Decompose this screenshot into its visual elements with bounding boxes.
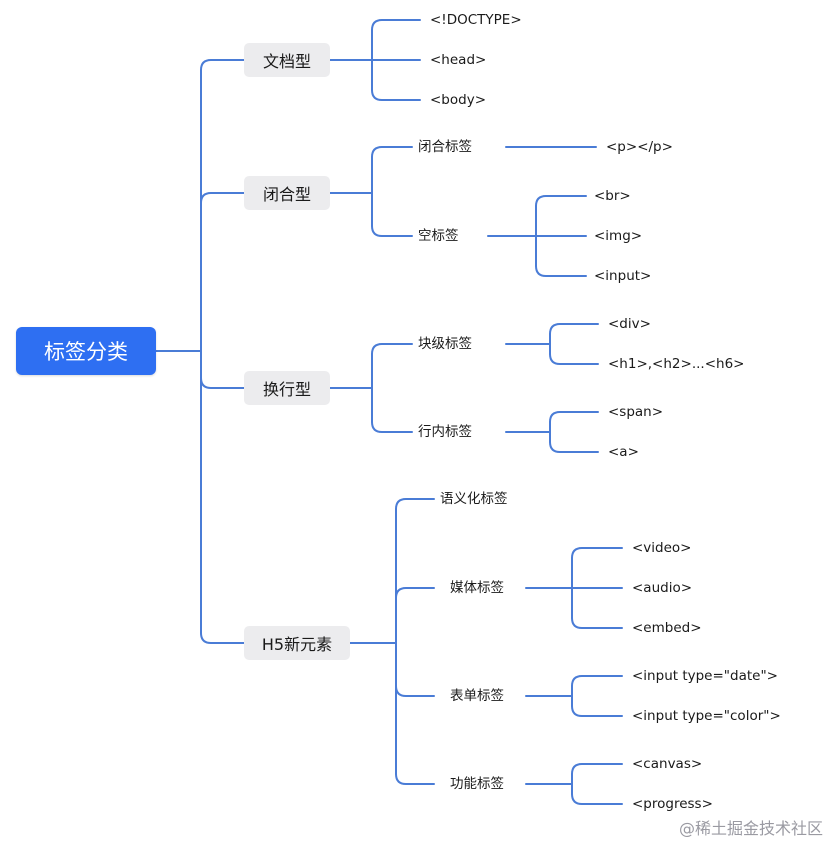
form-connector-branch-0	[571, 675, 623, 687]
root-connector-branch-2	[200, 377, 245, 389]
leaf-video[interactable]: <video>	[632, 540, 692, 556]
h5-connector-branch-3	[395, 773, 435, 785]
subcategory-closed-tag[interactable]: 闭合标签	[418, 139, 472, 155]
category-line-break-type[interactable]: 换行型	[244, 371, 330, 405]
leaf-input[interactable]: <input>	[594, 268, 652, 284]
closed-connector-branch-1	[371, 225, 413, 237]
closed-connector-branch-0	[371, 146, 413, 158]
leaf-br[interactable]: <br>	[594, 188, 631, 204]
leaf-head[interactable]: <head>	[430, 52, 487, 68]
leaf-canvas[interactable]: <canvas>	[632, 756, 703, 772]
root-connector-branch-3	[200, 632, 245, 644]
root-node[interactable]: 标签分类	[16, 327, 156, 375]
break-connector-branch-1	[371, 421, 413, 433]
leaf-body[interactable]: <body>	[430, 92, 487, 108]
leaf-h1-h6[interactable]: <h1>,<h2>...<h6>	[608, 356, 745, 372]
subcategory-inline-tag[interactable]: 行内标签	[418, 424, 472, 440]
break-connector-branch-0	[371, 343, 413, 355]
category-document-type[interactable]: 文档型	[244, 43, 330, 77]
subcategory-form-tag[interactable]: 表单标签	[450, 688, 504, 704]
h5-connector-branch-2	[395, 685, 435, 697]
block-tag-connector-branch-1	[549, 353, 599, 365]
media-connector-branch-0	[571, 547, 623, 559]
leaf-doctype[interactable]: <!DOCTYPE>	[430, 12, 522, 28]
leaf-embed[interactable]: <embed>	[632, 620, 702, 636]
block-tag-connector-branch-0	[549, 323, 599, 335]
footer-credit: @稀土掘金技术社区	[678, 819, 823, 838]
root-connector-branch-1	[200, 192, 245, 204]
h5-connector-branch-0	[395, 498, 435, 510]
leaf-input-date[interactable]: <input type="date">	[632, 668, 778, 684]
category-closed-type[interactable]: 闭合型	[244, 176, 330, 210]
doc-connector-branch-2	[371, 89, 421, 101]
leaf-span[interactable]: <span>	[608, 404, 664, 420]
root-connector-branch-0	[200, 59, 245, 71]
function-connector-branch-1	[571, 793, 623, 805]
leaf-audio[interactable]: <audio>	[632, 580, 693, 596]
leaf-p[interactable]: <p></p>	[606, 139, 673, 155]
form-connector-branch-1	[571, 705, 623, 717]
inline-tag-connector-branch-0	[549, 411, 599, 423]
h5-connector-branch-1	[395, 587, 435, 599]
subcategory-block-tag[interactable]: 块级标签	[418, 336, 472, 352]
subcategory-empty-tag[interactable]: 空标签	[418, 228, 459, 244]
empty-tag-connector-branch-2	[535, 265, 587, 277]
media-connector-branch-2	[571, 617, 623, 629]
empty-tag-connector-branch-0	[535, 195, 587, 207]
category-h5-new-elements[interactable]: H5新元素	[244, 626, 350, 660]
doc-connector-branch-0	[371, 19, 421, 31]
inline-tag-connector-branch-1	[549, 441, 599, 453]
leaf-div[interactable]: <div>	[608, 316, 651, 332]
leaf-img[interactable]: <img>	[594, 228, 643, 244]
subcategory-media-tag[interactable]: 媒体标签	[450, 580, 504, 596]
subcategory-semantic-tag[interactable]: 语义化标签	[440, 491, 508, 507]
leaf-input-color[interactable]: <input type="color">	[632, 708, 781, 724]
subcategory-function-tag[interactable]: 功能标签	[450, 776, 504, 792]
leaf-a[interactable]: <a>	[608, 444, 639, 460]
leaf-progress[interactable]: <progress>	[632, 796, 713, 812]
function-connector-branch-0	[571, 763, 623, 775]
